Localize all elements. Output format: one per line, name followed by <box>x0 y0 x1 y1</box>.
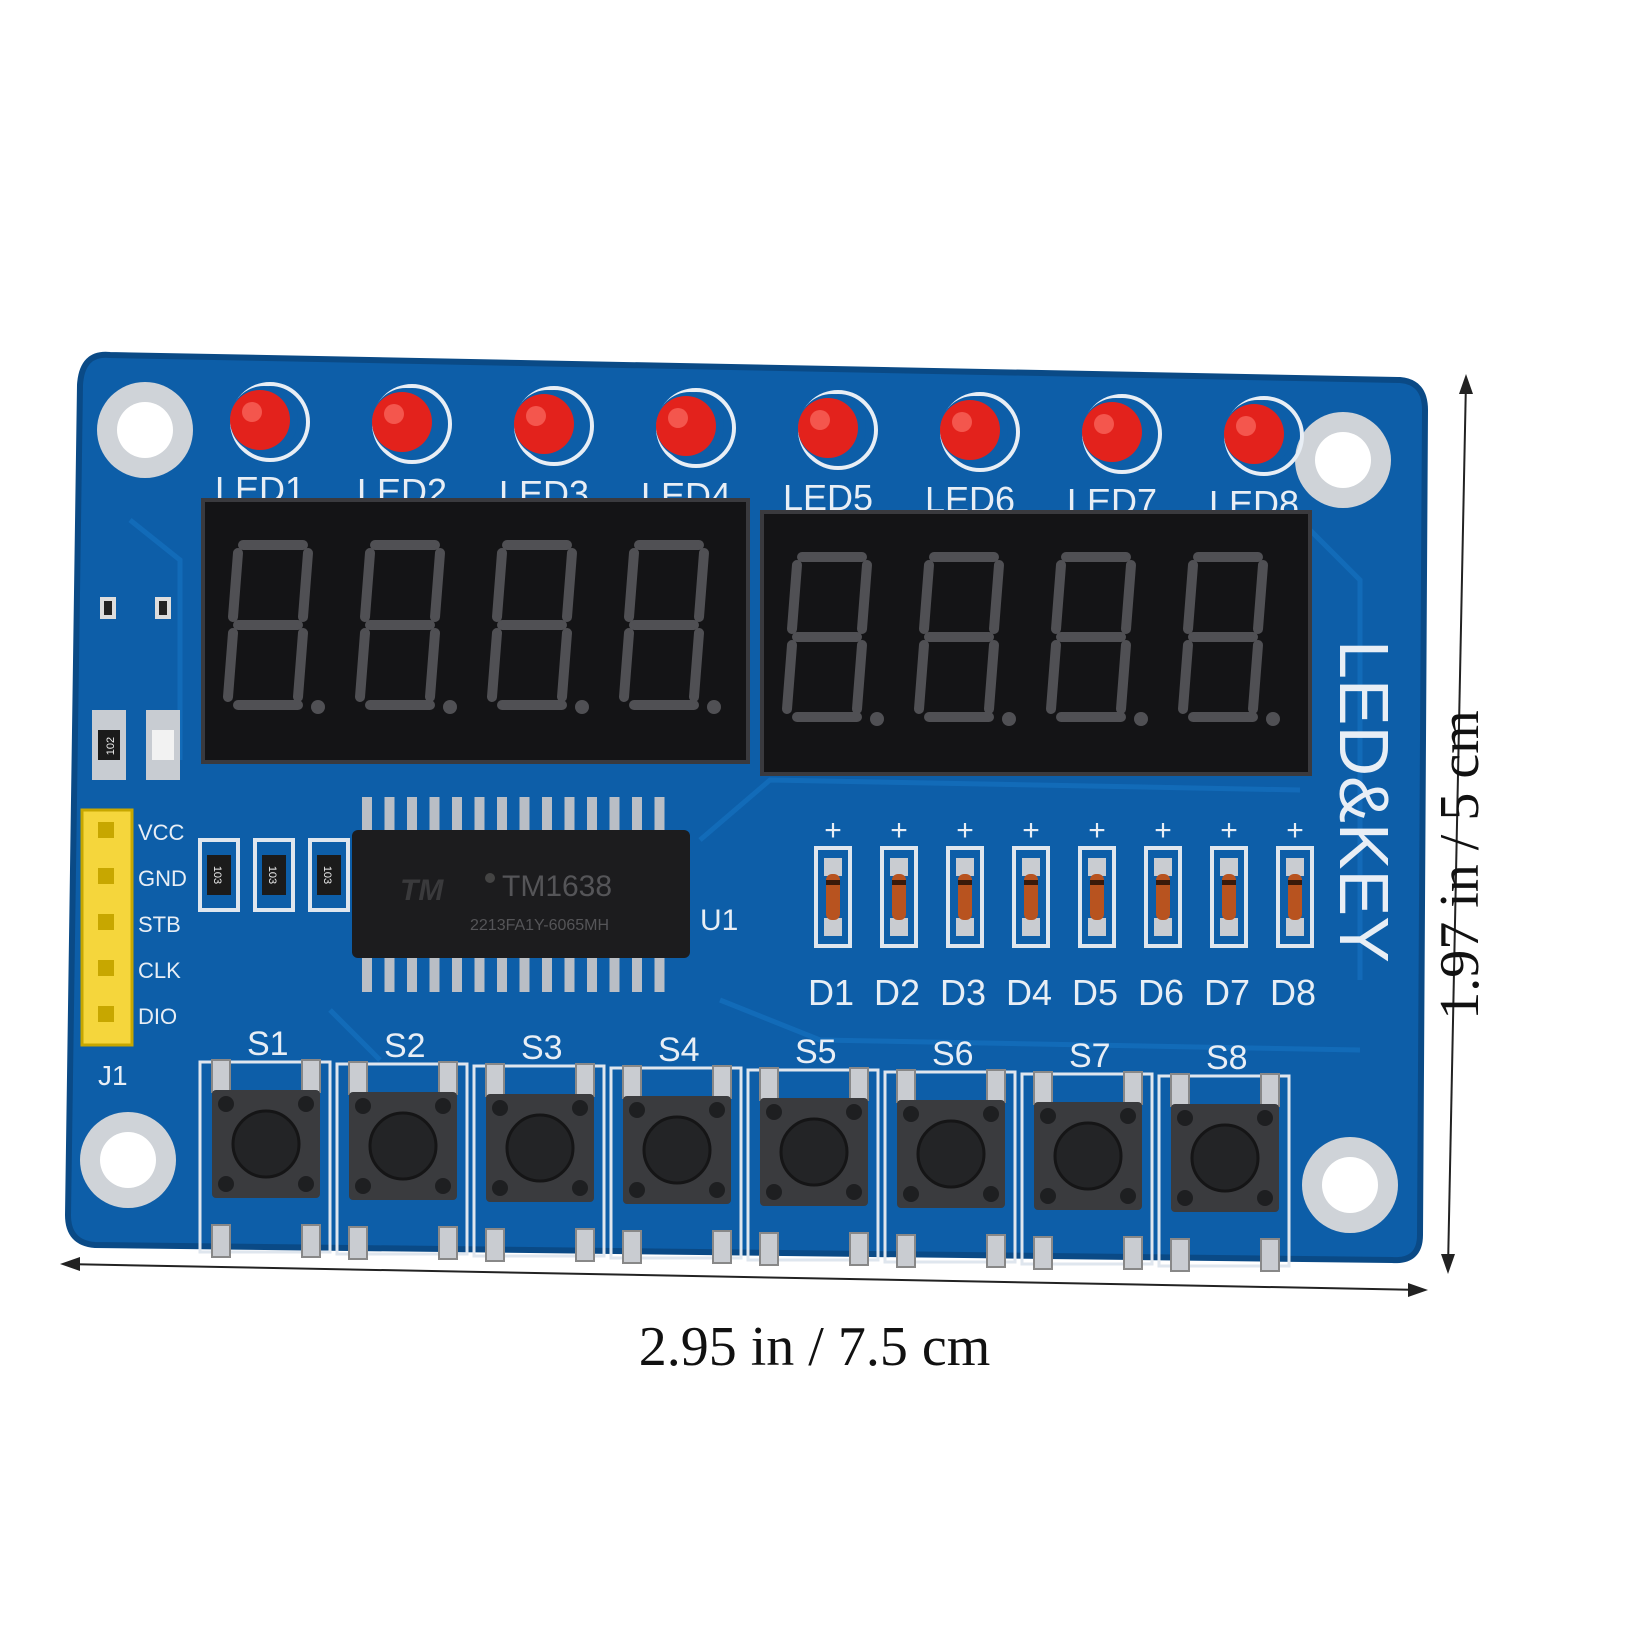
diode-plus-label: + <box>1088 814 1106 847</box>
diode-7: + D7 <box>1204 814 1250 1013</box>
tactile-switch-row: S1 S2 S3 S4 S5 S6 S7 S8 <box>198 1025 1291 1272</box>
tactile-switch-2[interactable]: S2 <box>335 1027 469 1260</box>
diode-label-8: D8 <box>1270 972 1316 1013</box>
diode-label-1: D1 <box>808 972 854 1013</box>
height-dimension-arrow <box>1441 374 1473 1274</box>
width-dimension-arrow <box>60 1257 1428 1297</box>
digit-3 <box>487 540 589 714</box>
digit-4 <box>619 540 721 714</box>
resistor-row: 103 103 103 <box>198 838 350 912</box>
resistor-code: 103 <box>321 866 333 884</box>
resistor-2: 103 <box>253 838 295 912</box>
seven-segment-displays <box>201 498 1312 776</box>
pcb-traces <box>128 518 1363 1062</box>
digit-7 <box>1046 552 1148 726</box>
header-pin-label-gnd: GND <box>138 866 187 891</box>
diode-6: + D6 <box>1138 814 1184 1013</box>
switch-label-7: S7 <box>1069 1037 1111 1075</box>
header-pin-label-stb: STB <box>138 912 181 937</box>
resistor-code: 103 <box>211 866 223 884</box>
resistor-3: 103 <box>308 838 350 912</box>
height-dimension-label: 1.97 in / 5 cm <box>1429 710 1491 1020</box>
diode-1: + D1 <box>808 814 854 1013</box>
diode-5: + D5 <box>1072 814 1118 1013</box>
switch-label-5: S5 <box>795 1033 837 1071</box>
diode-label-7: D7 <box>1204 972 1250 1013</box>
diode-label-2: D2 <box>874 972 920 1013</box>
resistor-1: 103 <box>198 838 240 912</box>
switch-label-8: S8 <box>1206 1039 1248 1077</box>
tactile-switch-1[interactable]: S1 <box>198 1025 332 1258</box>
resistor-code: 103 <box>266 866 278 884</box>
chip-code-label: 2213FA1Y-6065MH <box>470 917 609 934</box>
switch-label-2: S2 <box>384 1027 426 1065</box>
diode-plus-label: + <box>824 814 842 847</box>
switch-label-6: S6 <box>932 1035 974 1073</box>
module-title-label: LED&KEY <box>1325 640 1403 963</box>
pin-header-j1: VCC GND STB CLK DIO J1 <box>80 808 187 1091</box>
diode-label-4: D4 <box>1006 972 1052 1013</box>
diode-plus-label: + <box>956 814 974 847</box>
diode-8: + D8 <box>1270 814 1316 1013</box>
diode-row: + D1 + D2 + D3 + D4 + D5 + D6 + D7 + D8 <box>808 814 1316 1013</box>
diode-3: + D3 <box>940 814 986 1013</box>
digit-8 <box>1178 552 1280 726</box>
diode-4: + D4 <box>1006 814 1052 1013</box>
diode-label-5: D5 <box>1072 972 1118 1013</box>
diode-plus-label: + <box>1022 814 1040 847</box>
digit-1 <box>223 540 325 714</box>
tactile-switch-5[interactable]: S5 <box>746 1033 880 1266</box>
digit-5 <box>782 552 884 726</box>
display-module-1 <box>201 498 750 764</box>
mounting-holes <box>80 382 1398 1233</box>
diode-2: + D2 <box>874 814 920 1013</box>
chip-logo: TM <box>400 874 444 907</box>
smd-components-left: 102 <box>92 597 180 780</box>
diode-label-6: D6 <box>1138 972 1184 1013</box>
tactile-switch-6[interactable]: S6 <box>883 1035 1017 1268</box>
digit-2 <box>355 540 457 714</box>
header-pin-label-vcc: VCC <box>138 820 185 845</box>
led-2: LED2 <box>357 384 452 512</box>
header-ref-label: J1 <box>98 1060 128 1091</box>
diode-plus-label: + <box>890 814 908 847</box>
header-pin-label-clk: CLK <box>138 958 181 983</box>
diode-label-3: D3 <box>940 972 986 1013</box>
tactile-switch-3[interactable]: S3 <box>472 1029 606 1262</box>
diode-plus-label: + <box>1286 814 1304 847</box>
tm1638-chip: TM TM1638 2213FA1Y-6065MH U1 <box>352 797 738 992</box>
switch-label-4: S4 <box>658 1031 700 1069</box>
width-dimension-label: 2.95 in / 7.5 cm <box>638 1316 991 1378</box>
resistor-code-label: 102 <box>105 737 117 755</box>
diode-plus-label: + <box>1154 814 1172 847</box>
display-module-2 <box>760 510 1312 776</box>
switch-label-3: S3 <box>521 1029 563 1067</box>
tactile-switch-8[interactable]: S8 <box>1157 1039 1291 1272</box>
chip-ref-label: U1 <box>700 904 738 937</box>
switch-label-1: S1 <box>247 1025 289 1063</box>
chip-model-label: TM1638 <box>502 870 612 903</box>
diode-plus-label: + <box>1220 814 1238 847</box>
header-pin-label-dio: DIO <box>138 1004 177 1029</box>
tactile-switch-4[interactable]: S4 <box>609 1031 743 1264</box>
digit-6 <box>914 552 1016 726</box>
tactile-switch-7[interactable]: S7 <box>1020 1037 1154 1270</box>
